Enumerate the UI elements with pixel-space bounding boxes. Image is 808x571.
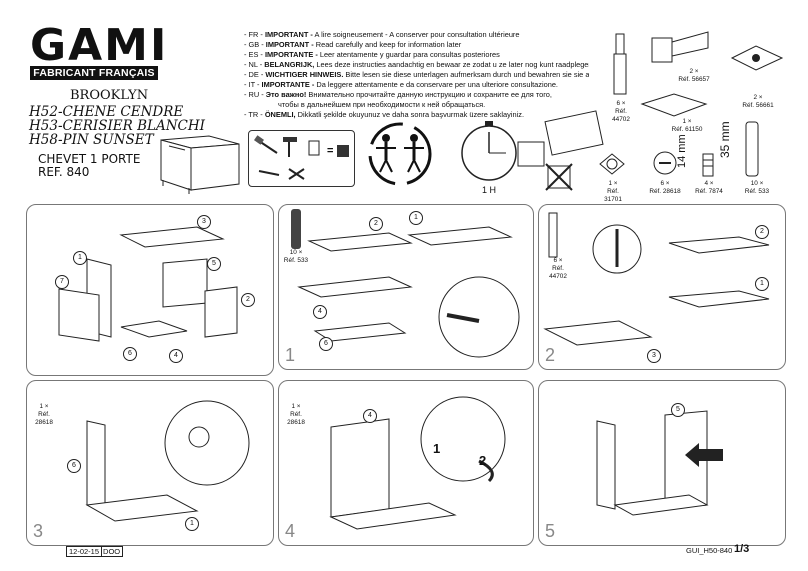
warning-ru: - RU - Это важно! Внимательно прочитайте… (244, 90, 552, 99)
callout-1: 1 (73, 251, 87, 265)
template-icon (640, 92, 708, 118)
step-2-parts: 6 ×Réf. 44702 (549, 257, 567, 280)
callout-6: 6 (67, 459, 81, 473)
packaging-recycle-icons (512, 110, 604, 192)
gami-logo: GAMI (30, 20, 170, 71)
callout-1: 1 (185, 517, 199, 531)
hw-44702: 6 ×Réf. 44702 (612, 100, 630, 123)
hw-31701: 1 ×Réf. 31701 (604, 180, 622, 203)
hw-533: 10 ×Réf. 533 (744, 180, 770, 195)
variant-2: H53-CERISIER BLANCHI (29, 118, 205, 134)
callout-4: 4 (363, 409, 377, 423)
callout-5: 5 (671, 403, 685, 417)
step-3-panel: 1 ×Réf. 28618 3 6 1 (26, 380, 274, 546)
variant-1: H52-CHENE CENDRE (29, 104, 184, 120)
step-3-parts: 1 ×Réf. 28618 (35, 403, 53, 426)
warning-de: - DE - WICHTIGER HINWEIS. Bitte lesen si… (244, 70, 589, 79)
callout-2: 2 (755, 225, 769, 239)
clock-icon (458, 120, 520, 182)
page-number: 1/3 (734, 543, 750, 555)
step-4-panel: 1 ×Réf. 28618 4 4 1 2 (278, 380, 534, 546)
step-number-3: 3 (33, 521, 44, 541)
callout-4: 4 (313, 305, 327, 319)
hw-61150: 1 ×Réf. 61150 (671, 118, 703, 133)
washer-icon (598, 150, 626, 178)
callout-1: 1 (409, 211, 423, 225)
nightstand-illustration (155, 118, 245, 198)
callout-6: 6 (123, 347, 137, 361)
two-person-icon (356, 122, 444, 186)
equals-sign: = (327, 145, 334, 157)
warning-fr: - FR - IMPORTANT - A lire soigneusement … (244, 30, 520, 39)
svg-text:GAMI: GAMI (30, 20, 168, 71)
callout-1: 1 (755, 277, 769, 291)
step-5-panel: 5 5 (538, 380, 786, 546)
step-number-5: 5 (545, 521, 556, 541)
step-1-parts: 10 ×Réf. 533 (283, 249, 309, 264)
arrow-step-label-2: 2 (479, 453, 487, 468)
product-model: BROOKLYN (70, 88, 149, 103)
warning-it: - IT - IMPORTANTE - Da leggere attentame… (244, 80, 558, 89)
screwdriver-icon (254, 135, 278, 154)
cam-lock-icon (650, 148, 680, 178)
warnings-list: - FR - IMPORTANT - A lire soigneusement … (244, 30, 589, 120)
glue-icon (308, 140, 320, 156)
toolbox-icon (337, 145, 349, 157)
warning-ru-cont: чтобы в дальнейшем при необходимости к н… (278, 100, 486, 109)
warning-gb: - GB - IMPORTANT - Read carefully and ke… (244, 40, 462, 49)
hw-28618: 6 ×Réf. 28618 (649, 180, 681, 195)
callout-2: 2 (369, 217, 383, 231)
pliers-icon (288, 168, 305, 180)
callout-2: 2 (241, 293, 255, 307)
callout-3: 3 (647, 349, 661, 363)
dowel-dimension: 35 mm (718, 121, 732, 158)
callout-6: 6 (319, 337, 333, 351)
arrow-step-label-1: 1 (433, 441, 441, 456)
callout-4: 4 (169, 349, 183, 363)
step-4-parts: 1 ×Réf. 28618 (287, 403, 305, 426)
hammer-icon (283, 137, 297, 157)
warning-nl: - NL - BELANGRIJK, Lees deze instructies… (244, 60, 589, 69)
product-name: CHEVET 1 PORTE (38, 152, 141, 166)
step-number-2: 2 (545, 345, 556, 365)
phillips-screwdriver-icon (258, 170, 280, 176)
exploded-view-panel: 3 1 5 7 2 6 4 (26, 204, 274, 376)
warning-tr: - TR - ÖNEMLI, Dikkatli şekilde okuyunuz… (244, 110, 525, 119)
tools-box: = (248, 130, 355, 187)
hw-56657: 2 ×Réf. 56657 (678, 68, 710, 83)
hw-7874: 4 ×Réf. 7874 (695, 180, 723, 195)
product-ref: REF. 840 (38, 165, 90, 179)
callout-7: 7 (55, 275, 69, 289)
variant-3: H58-PIN SUNSET (29, 132, 154, 148)
insert-icon (700, 152, 716, 178)
step-2-panel: 6 ×Réf. 44702 2 2 1 3 (538, 204, 786, 370)
mounting-plate-icon (726, 36, 786, 90)
step-number-4: 4 (285, 521, 296, 541)
brand-tagline: FABRICANT FRANÇAIS (30, 66, 158, 80)
cam-bolt-icon (606, 30, 634, 100)
hinge-icon (648, 28, 710, 68)
duration-label: 1 H (482, 185, 497, 195)
footer-doc-code: GUI_H50-840 (686, 546, 733, 555)
cam-dimension: 14 mm (676, 134, 688, 168)
callout-3: 3 (197, 215, 211, 229)
callout-5: 5 (207, 257, 221, 271)
wood-dowel-icon (742, 120, 762, 178)
warning-es: - ES - IMPORTANTE - Leer atentamente y g… (244, 50, 500, 59)
step-1-panel: 10 ×Réf. 533 1 2 1 4 6 (278, 204, 534, 370)
step-number-1: 1 (285, 345, 296, 365)
hw-56661: 2 ×Réf. 56661 (742, 94, 774, 109)
